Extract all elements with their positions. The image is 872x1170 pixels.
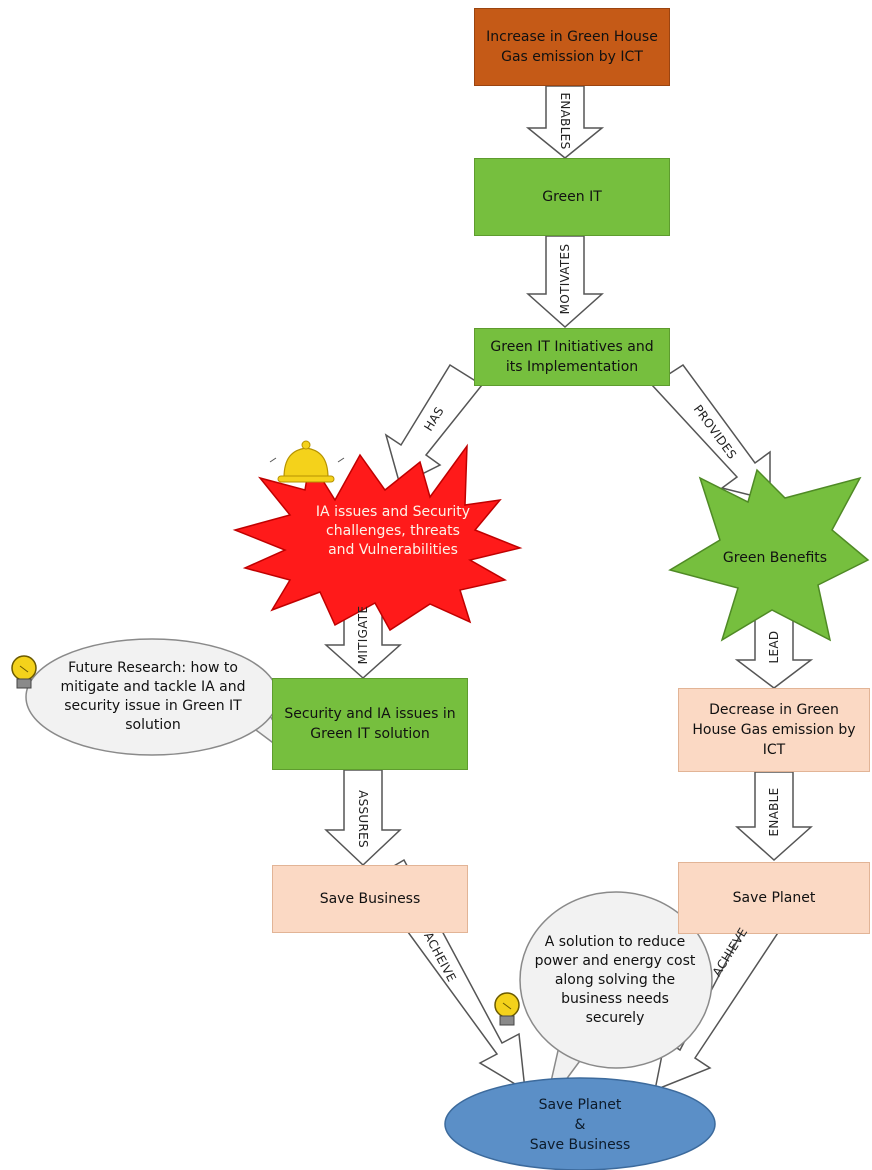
arrow-assures — [324, 769, 402, 867]
edge-label-enable: ENABLE — [767, 787, 781, 837]
bell-icon — [269, 440, 345, 483]
final-line-3: Save Business — [529, 1137, 631, 1153]
increase-ghg-label: Increase in Green House Gas emission by … — [486, 29, 658, 65]
arrow-motivates — [526, 235, 604, 329]
security-ia-label: Security and IA issues in Green IT solut… — [284, 706, 456, 742]
green-benefits-label-wrap: Green Benefits — [700, 540, 850, 576]
green-it-label: Green IT — [542, 189, 602, 205]
save-business-box: Save Business — [272, 865, 468, 933]
ia-issues-label-wrap: IA issues and Security challenges, threa… — [312, 488, 474, 574]
ia-issues-starburst — [232, 443, 523, 632]
decrease-ghg-box: Decrease in Green House Gas emission by … — [678, 688, 870, 772]
green-benefits-label: Green Benefits — [722, 549, 828, 566]
final-label-wrap: Save Planet & Save Business — [470, 1082, 690, 1168]
green-it-box: Green IT — [474, 158, 670, 236]
edge-label-enables: ENABLES — [558, 92, 572, 150]
arrow-provides — [650, 363, 771, 501]
security-ia-box: Security and IA issues in Green IT solut… — [272, 678, 468, 770]
arrow-enables — [525, 85, 605, 159]
future-research-label: Future Research: how to mitigate and tac… — [60, 660, 246, 733]
initiatives-label: Green IT Initiatives and its Implementat… — [490, 339, 654, 375]
increase-ghg-box: Increase in Green House Gas emission by … — [474, 8, 670, 86]
save-planet-label: Save Planet — [732, 890, 816, 906]
future-research-label-wrap: Future Research: how to mitigate and tac… — [40, 650, 266, 744]
edge-label-assures: ASSURES — [356, 790, 370, 848]
edge-label-motivates: MOTIVATES — [558, 243, 572, 315]
arrow-has — [384, 363, 484, 487]
green-benefits-star — [668, 468, 870, 642]
lightbulb-icon — [11, 655, 37, 689]
save-planet-business-ellipse — [444, 1077, 716, 1170]
initiatives-box: Green IT Initiatives and its Implementat… — [474, 328, 670, 386]
decrease-ghg-label: Decrease in Green House Gas emission by … — [692, 702, 856, 758]
solution-callout — [519, 891, 713, 1069]
final-line-2: & — [574, 1117, 586, 1133]
ia-issues-label: IA issues and Security challenges, threa… — [315, 503, 471, 558]
save-planet-box: Save Planet — [678, 862, 870, 934]
final-line-1: Save Planet — [538, 1097, 622, 1113]
arrow-enable — [735, 771, 813, 862]
edge-label-mitigate: MITIGATE — [356, 605, 370, 665]
solution-label: A solution to reduce power and energy co… — [534, 933, 696, 1026]
solution-label-wrap: A solution to reduce power and energy co… — [530, 920, 700, 1040]
edge-label-lead: LEAD — [767, 630, 781, 664]
lightbulb-icon — [494, 992, 520, 1026]
save-business-label: Save Business — [319, 891, 421, 907]
